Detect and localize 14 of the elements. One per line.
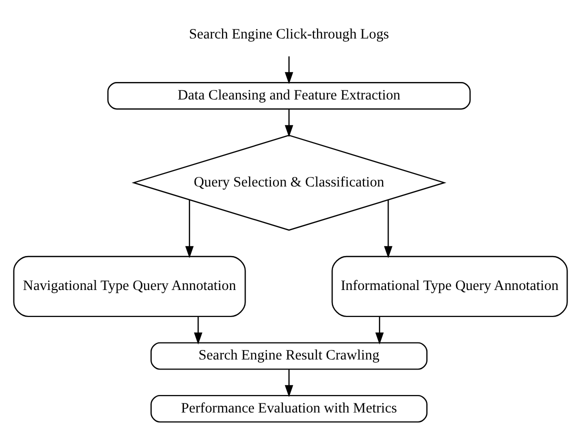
node-box: Informational Type Query Annotation [332, 256, 568, 318]
node-box: Data Cleansing and Feature Extraction [107, 82, 471, 110]
node-text: Search Engine Click-through Logs [188, 26, 390, 42]
arrow [384, 200, 392, 258]
arrow [284, 369, 294, 398]
arrow [185, 200, 194, 258]
arrow [194, 316, 202, 345]
arrow [284, 109, 294, 138]
node-box: Performance Evaluation with Metrics [150, 394, 428, 423]
node-box: Search Engine Result Crawling [150, 342, 428, 370]
node-diamond: Query Selection & Classification [132, 134, 446, 231]
arrow [375, 316, 384, 345]
node-box: Navigational Type Query Annotation [13, 256, 246, 318]
arrow [284, 56, 294, 84]
